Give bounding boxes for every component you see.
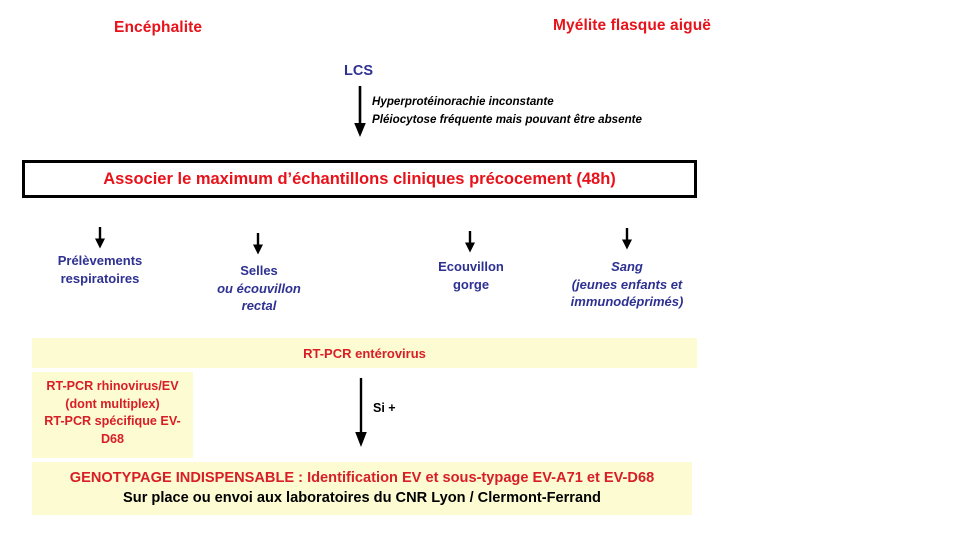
sample-line: Sang (611, 259, 643, 274)
sample-line: rectal (241, 298, 277, 313)
arrow-down-sang-icon (620, 228, 634, 250)
si-plus-down-arrow-icon (353, 378, 369, 448)
genotyping-line-1: GENOTYPAGE INDISPENSABLE : Identificatio… (69, 470, 655, 486)
genotyping-line-2: Sur place ou envoi aux laboratoires du C… (123, 490, 601, 506)
sample-sang: Sang (jeunes enfants et immunodéprimés) (552, 258, 702, 311)
heading-myelite-flasque-aigue: Myélite flasque aiguë (553, 17, 712, 34)
rtpcr-enterovirus-label: RT-PCR entérovirus (303, 346, 426, 361)
rtpcr-left-line: RT-PCR rhinovirus/EV (46, 379, 179, 393)
sample-prelevements-respiratoires: Prélèvements respiratoires (25, 252, 175, 287)
sample-line: gorge (452, 276, 490, 292)
sample-line: Ecouvillon (438, 259, 504, 274)
lcs-note-line-1: Hyperprotéinorachie inconstante (372, 95, 554, 108)
rtpcr-left-line: D68 (100, 431, 125, 446)
main-recommendation-text: Associer le maximum d’échantillons clini… (103, 169, 616, 188)
arrow-down-prelevements-respiratoires-icon (93, 227, 107, 249)
sample-line: immunodéprimés) (570, 294, 684, 309)
sample-line: (jeunes enfants et (571, 276, 683, 292)
sample-ecouvillon-gorge: Ecouvillon gorge (396, 258, 546, 293)
sample-line: ou écouvillon (217, 280, 301, 296)
heading-encephalite: Encéphalite (114, 19, 203, 36)
sample-line: respiratoires (60, 270, 140, 286)
rtpcr-left-box: RT-PCR rhinovirus/EV (dont multiplex) RT… (32, 372, 193, 458)
sample-line: Selles (240, 263, 278, 278)
rtpcr-left-line: (dont multiplex) (65, 396, 160, 411)
rtpcr-left-line: RT-PCR spécifique EV- (44, 414, 181, 428)
si-plus-label: Si + (373, 401, 396, 415)
sample-line: Prélèvements (57, 253, 143, 268)
genotyping-box: GENOTYPAGE INDISPENSABLE : Identificatio… (32, 462, 692, 515)
lcs-note-line-2: Pléiocytose fréquente mais pouvant être … (372, 113, 642, 126)
sample-selles: Selles ou écouvillon rectal (184, 262, 334, 315)
arrow-down-selles-icon (251, 233, 265, 255)
lcs-down-arrow-icon (352, 86, 368, 138)
rtpcr-enterovirus-band: RT-PCR entérovirus (32, 338, 697, 368)
main-recommendation-box: Associer le maximum d’échantillons clini… (22, 160, 697, 198)
arrow-down-ecouvillon-gorge-icon (463, 231, 477, 253)
lcs-label: LCS (344, 63, 373, 79)
